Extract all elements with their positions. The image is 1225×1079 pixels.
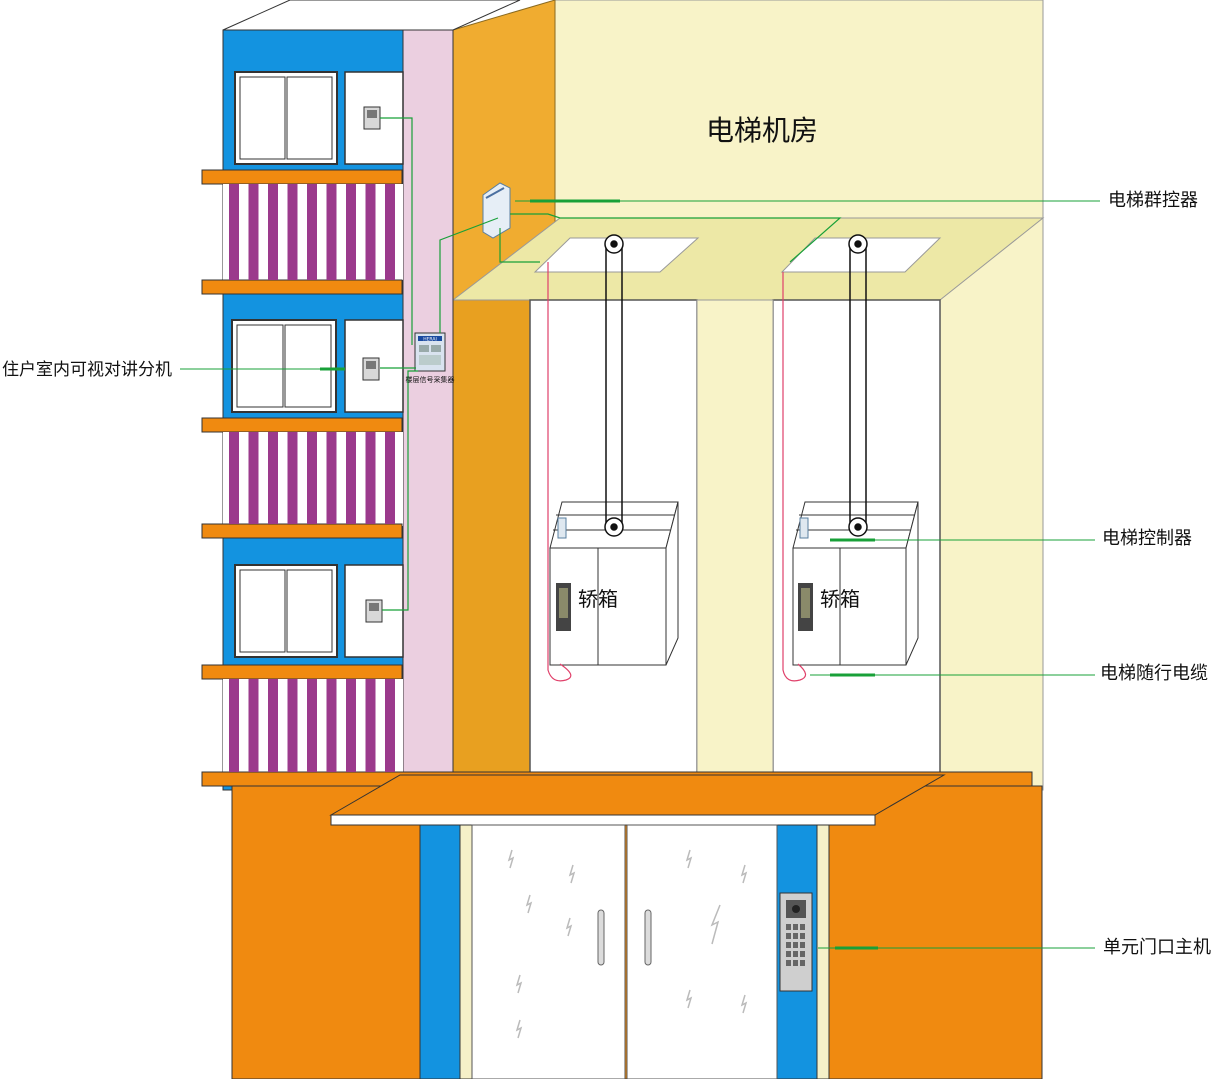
keypad-button	[793, 933, 798, 939]
slab-opening-left	[533, 237, 700, 273]
machine-room-label: 电梯机房	[706, 114, 818, 147]
keypad-button	[793, 951, 798, 957]
railing-stripe	[248, 184, 259, 280]
apartment-roof	[222, 0, 521, 31]
signal-wiring	[380, 117, 842, 611]
collector-badge-text: HERAI	[423, 337, 437, 343]
railing-stripe	[326, 679, 337, 772]
balcony-stripes	[229, 184, 395, 772]
railing-stripe	[248, 679, 259, 772]
railing-stripe	[346, 679, 356, 772]
railing-stripe	[287, 432, 298, 524]
door-station-keypad	[786, 924, 805, 966]
callout-leaders	[180, 199, 1100, 950]
indoor-monitor-icon	[365, 599, 383, 623]
railing-stripe	[307, 184, 317, 280]
balcony-slab	[201, 279, 403, 295]
entrance-canopy-edge	[330, 814, 876, 826]
indoor-monitor-icon	[363, 106, 381, 130]
railing-stripe	[229, 679, 239, 772]
keypad-button	[786, 924, 791, 930]
keypad-button	[786, 960, 791, 966]
railing-stripe	[268, 184, 278, 280]
railing-stripe	[346, 432, 356, 524]
floor-collector-label: 楼层信号采集器	[406, 375, 455, 384]
shaft-divider	[696, 299, 774, 776]
door-station-panel	[779, 892, 813, 992]
railing-stripe	[229, 184, 239, 280]
elevator-car-right	[792, 501, 919, 666]
keypad-button	[800, 933, 805, 939]
hoist-rope-right	[848, 234, 868, 537]
door-frame-left	[459, 824, 473, 1079]
travel-cable-label: 电梯随行电缆	[1100, 663, 1208, 684]
door-handle-right	[644, 909, 652, 966]
railing-stripe	[307, 432, 317, 524]
keypad-button	[786, 942, 791, 948]
keypad-button	[800, 924, 805, 930]
door-pillar-left	[419, 824, 461, 1079]
door-handle-left	[597, 909, 605, 966]
keypad-button	[786, 933, 791, 939]
railing-stripe	[385, 184, 395, 280]
riser-shaft-pink	[402, 29, 454, 791]
railing-stripe	[385, 432, 395, 524]
railing-stripe	[346, 184, 356, 280]
keypad-button	[800, 942, 805, 948]
indoor-monitor-icon	[362, 357, 380, 381]
balcony-slab	[201, 523, 403, 539]
floor-1	[234, 564, 404, 658]
railing-stripe	[365, 432, 376, 524]
railing-stripe	[365, 679, 376, 772]
car-label-right: 轿箱	[820, 587, 860, 611]
keypad-button	[793, 924, 798, 930]
railing-stripe	[385, 679, 395, 772]
indoor-unit-label: 住户室内可视对讲分机	[2, 360, 172, 380]
keypad-button	[786, 951, 791, 957]
car-controller-device-left	[557, 517, 567, 539]
railing-stripe	[287, 184, 298, 280]
floor-2	[231, 319, 404, 413]
keypad-button	[800, 951, 805, 957]
railing-stripe	[326, 432, 337, 524]
hoist-rope-left	[604, 234, 624, 537]
group-controller-label: 电梯群控器	[1108, 190, 1198, 211]
railing-stripe	[287, 679, 298, 772]
railing-stripe	[268, 432, 278, 524]
keypad-button	[800, 960, 805, 966]
keypad-button	[793, 960, 798, 966]
car-controller-device-right	[799, 517, 809, 539]
railing-stripe	[307, 679, 317, 772]
entrance-door-right	[626, 824, 778, 1079]
balcony-slab	[201, 169, 403, 185]
shaft-darker-strip	[453, 300, 530, 790]
travel-cable-right	[782, 272, 807, 682]
glass-reflection-marks	[507, 849, 748, 1039]
floor-signal-collector-device: HERAI	[414, 332, 446, 372]
railing-stripe	[248, 432, 259, 524]
entrance-canopy	[329, 774, 946, 816]
group-controller-device	[482, 182, 511, 239]
railing-stripe	[326, 184, 337, 280]
travel-cable-left	[547, 262, 572, 682]
elevator-controller-label: 电梯控制器	[1102, 528, 1192, 549]
door-station-label: 单元门口主机	[1103, 937, 1211, 958]
railing-stripe	[268, 679, 278, 772]
room-door	[344, 319, 404, 413]
railing-stripe	[365, 184, 376, 280]
car-label-left: 轿箱	[578, 587, 618, 611]
door-frame-right	[816, 824, 830, 1079]
floor-3	[234, 71, 404, 165]
balcony-slab	[201, 417, 403, 433]
railing-stripe	[229, 432, 239, 524]
balcony-slab	[201, 664, 403, 680]
keypad-button	[793, 942, 798, 948]
